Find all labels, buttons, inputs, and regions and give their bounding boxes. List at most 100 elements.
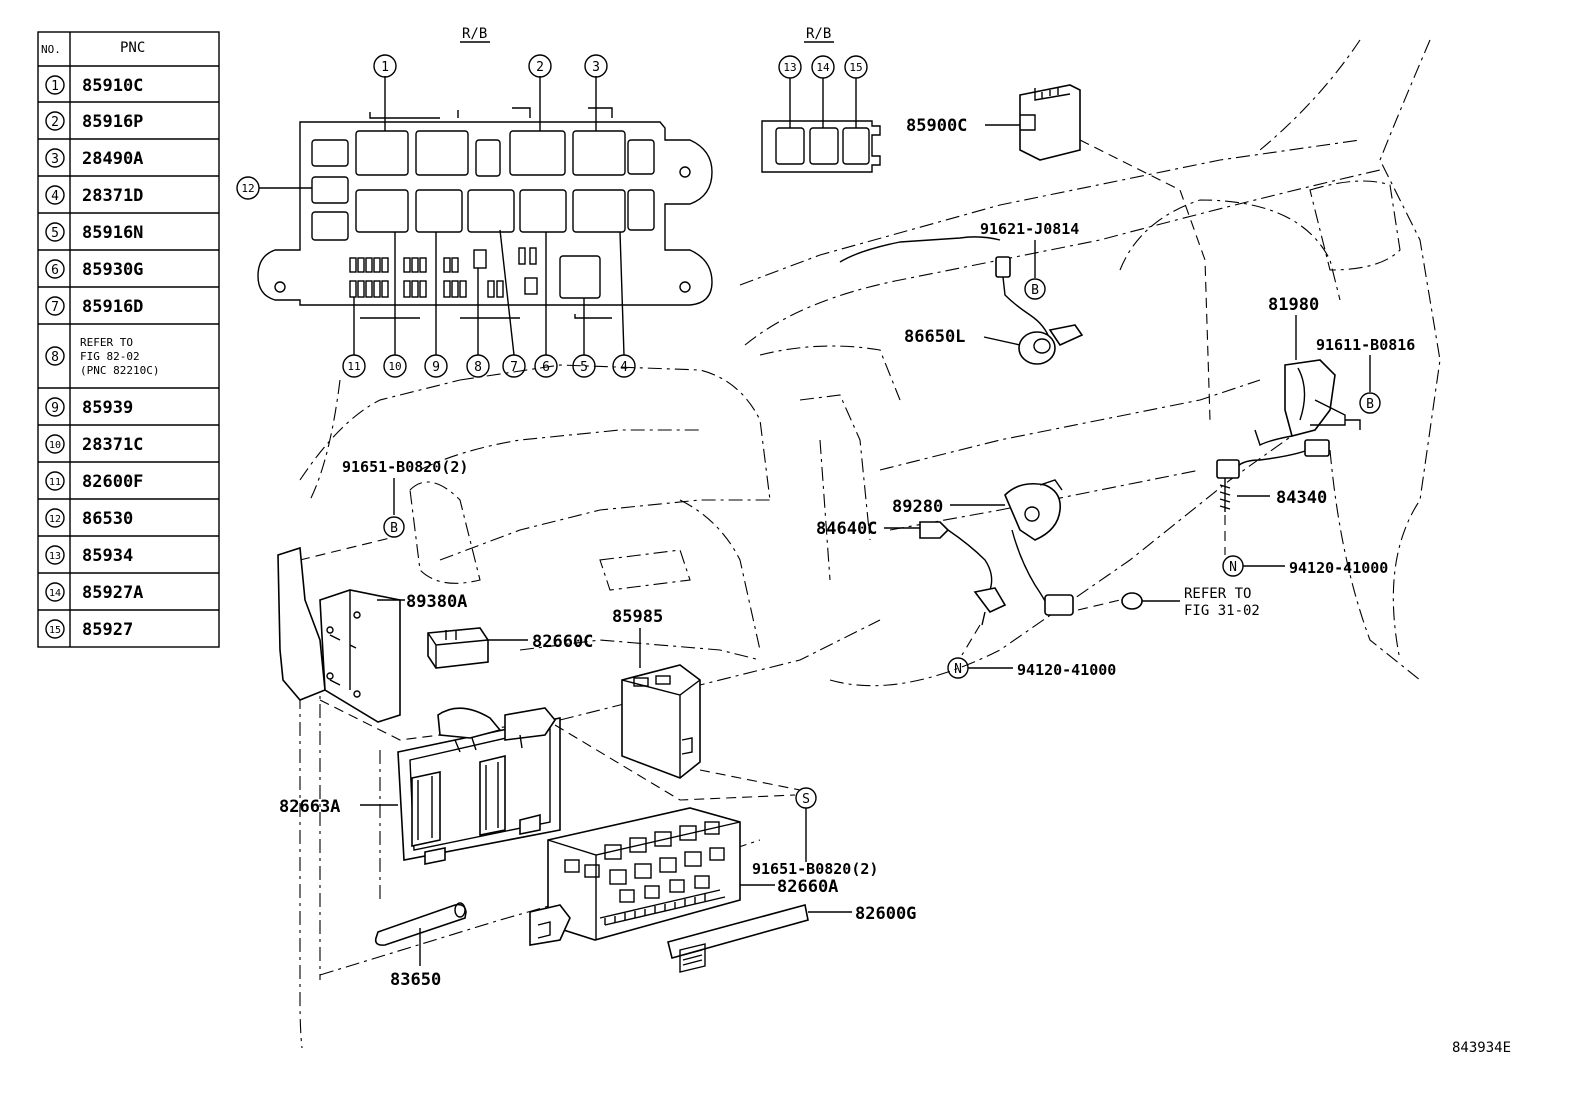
row-no: 15 bbox=[49, 625, 61, 636]
row-pnc: 85930G bbox=[82, 260, 143, 280]
label-91651-bottom: 91651-B0820(2) bbox=[752, 860, 878, 878]
label-84640C: 84640C bbox=[816, 519, 877, 539]
row-pnc: 85934 bbox=[82, 546, 133, 566]
label-82660C: 82660C bbox=[532, 632, 593, 652]
row-no: 5 bbox=[51, 226, 59, 241]
table-row-1: 1 85910C bbox=[45, 75, 143, 96]
label-82660A: 82660A bbox=[777, 877, 838, 897]
table-row-7: 7 85916D bbox=[45, 296, 143, 317]
callout-5: 5 bbox=[580, 360, 588, 375]
rb-small-title: R/B bbox=[806, 26, 831, 42]
label-84340: 84340 bbox=[1276, 488, 1327, 508]
callout-10: 10 bbox=[388, 360, 401, 373]
table-row-6: 6 85930G bbox=[45, 259, 143, 280]
marker-b3: B bbox=[1366, 397, 1374, 412]
figure-id: 843934E bbox=[1452, 1040, 1511, 1056]
row-no: 13 bbox=[49, 551, 61, 562]
table-row-12: 12 86530 bbox=[45, 508, 133, 529]
part-81980: 81980 91611-B0816 B 84340 N 94120-41000 bbox=[1216, 295, 1415, 577]
dashboard-outline bbox=[299, 39, 1441, 1049]
row-pnc: 85916P bbox=[82, 112, 143, 132]
row-pnc: 85927 bbox=[82, 620, 133, 640]
part-82663A: 82663A bbox=[279, 707, 796, 865]
marker-b1: B bbox=[1031, 283, 1039, 298]
label-83650: 83650 bbox=[390, 970, 441, 990]
label-94120-right: 94120-41000 bbox=[1289, 559, 1388, 577]
row-no: 11 bbox=[49, 477, 61, 488]
row-pnc: 82600F bbox=[82, 472, 143, 492]
marker-s1: S bbox=[802, 792, 810, 807]
row-no: 10 bbox=[49, 440, 61, 451]
label-89380A: 89380A bbox=[406, 592, 467, 612]
table-row-2: 2 85916P bbox=[45, 111, 143, 132]
pnc-table: NO. PNC 1 85910C 2 85916P 3 28490A 4 283… bbox=[37, 31, 220, 648]
callout-14: 14 bbox=[816, 61, 830, 74]
table-row-10: 10 28371C bbox=[45, 434, 143, 455]
row-no: 14 bbox=[49, 588, 61, 599]
label-91651-top: 91651-B0820(2) bbox=[342, 458, 468, 476]
label-81980: 81980 bbox=[1268, 295, 1319, 315]
row-no: 8 bbox=[51, 350, 59, 365]
row-no: 3 bbox=[51, 152, 59, 167]
table-row-9: 9 85939 bbox=[45, 397, 133, 418]
row-pnc: 28371C bbox=[82, 435, 143, 455]
callout-15: 15 bbox=[849, 61, 862, 74]
row-no: 1 bbox=[51, 79, 59, 94]
row-pnc: 85916N bbox=[82, 223, 143, 243]
row-pnc: 86530 bbox=[82, 509, 133, 529]
table-row-3: 3 28490A bbox=[45, 148, 143, 169]
marker-n1: N bbox=[1229, 560, 1237, 575]
part-82660A: 82660A 91651-B0820(2) S bbox=[529, 787, 878, 946]
row-no: 7 bbox=[51, 300, 59, 315]
row-pnc: 85910C bbox=[82, 76, 143, 96]
label-91611: 91611-B0816 bbox=[1316, 336, 1415, 354]
table-row-13: 13 85934 bbox=[45, 545, 133, 566]
table-row-4: 4 28371D bbox=[45, 185, 143, 206]
callout-13: 13 bbox=[783, 61, 796, 74]
part-82660C: 82660C bbox=[427, 627, 593, 669]
callout-9: 9 bbox=[432, 360, 440, 375]
callout-8: 8 bbox=[474, 360, 482, 375]
callout-1: 1 bbox=[381, 60, 389, 75]
part-85985: 85985 bbox=[612, 607, 801, 791]
rb-main-title: R/B bbox=[462, 26, 487, 42]
row-pnc: 85916D bbox=[82, 297, 143, 317]
label-82663A: 82663A bbox=[279, 797, 340, 817]
label-refer-31-line2: FIG 31-02 bbox=[1184, 603, 1260, 619]
table-header-pnc: PNC bbox=[120, 40, 145, 56]
table-row-8: 8 REFER TO FIG 82-02 (PNC 82210C) bbox=[45, 336, 159, 377]
callout-2: 2 bbox=[536, 60, 544, 75]
label-82600G: 82600G bbox=[855, 904, 916, 924]
part-84640C: 84640C N 94120-41000 bbox=[816, 519, 1116, 679]
row-no: 9 bbox=[51, 401, 59, 416]
label-85985: 85985 bbox=[612, 607, 663, 627]
marker-b2: B bbox=[390, 521, 398, 536]
part-85900C: 85900C bbox=[906, 84, 1211, 421]
table-header-no: NO. bbox=[41, 43, 61, 56]
row-no: 12 bbox=[49, 514, 61, 525]
callout-7: 7 bbox=[510, 360, 518, 375]
row-pnc-line: (PNC 82210C) bbox=[80, 364, 159, 377]
part-89380A: 91651-B0820(2) B 89380A bbox=[277, 458, 561, 741]
table-row-15: 15 85927 bbox=[45, 619, 133, 640]
row-no: 4 bbox=[51, 189, 59, 204]
part-89280: 89280 REFER TO FIG 31-02 bbox=[892, 479, 1260, 619]
part-83650: 83650 bbox=[374, 902, 467, 990]
row-pnc: 28371D bbox=[82, 186, 143, 206]
label-94120-mid: 94120-41000 bbox=[1017, 661, 1116, 679]
row-no: 6 bbox=[51, 263, 59, 278]
row-pnc-line: REFER TO bbox=[80, 336, 133, 349]
table-row-5: 5 85916N bbox=[45, 222, 143, 243]
callout-11: 11 bbox=[347, 360, 360, 373]
relay-block-main: R/B bbox=[236, 26, 713, 378]
label-86650L: 86650L bbox=[904, 327, 965, 347]
row-no: 2 bbox=[51, 115, 59, 130]
relay-block-small: R/B 13 14 15 bbox=[761, 26, 881, 173]
row-pnc: 28490A bbox=[82, 149, 143, 169]
row-pnc-line: FIG 82-02 bbox=[80, 350, 140, 363]
row-pnc: 85939 bbox=[82, 398, 133, 418]
part-82600G: 82600G bbox=[667, 904, 916, 973]
callout-12: 12 bbox=[241, 182, 254, 195]
label-91621: 91621-J0814 bbox=[980, 220, 1079, 238]
label-85900C: 85900C bbox=[906, 116, 967, 136]
